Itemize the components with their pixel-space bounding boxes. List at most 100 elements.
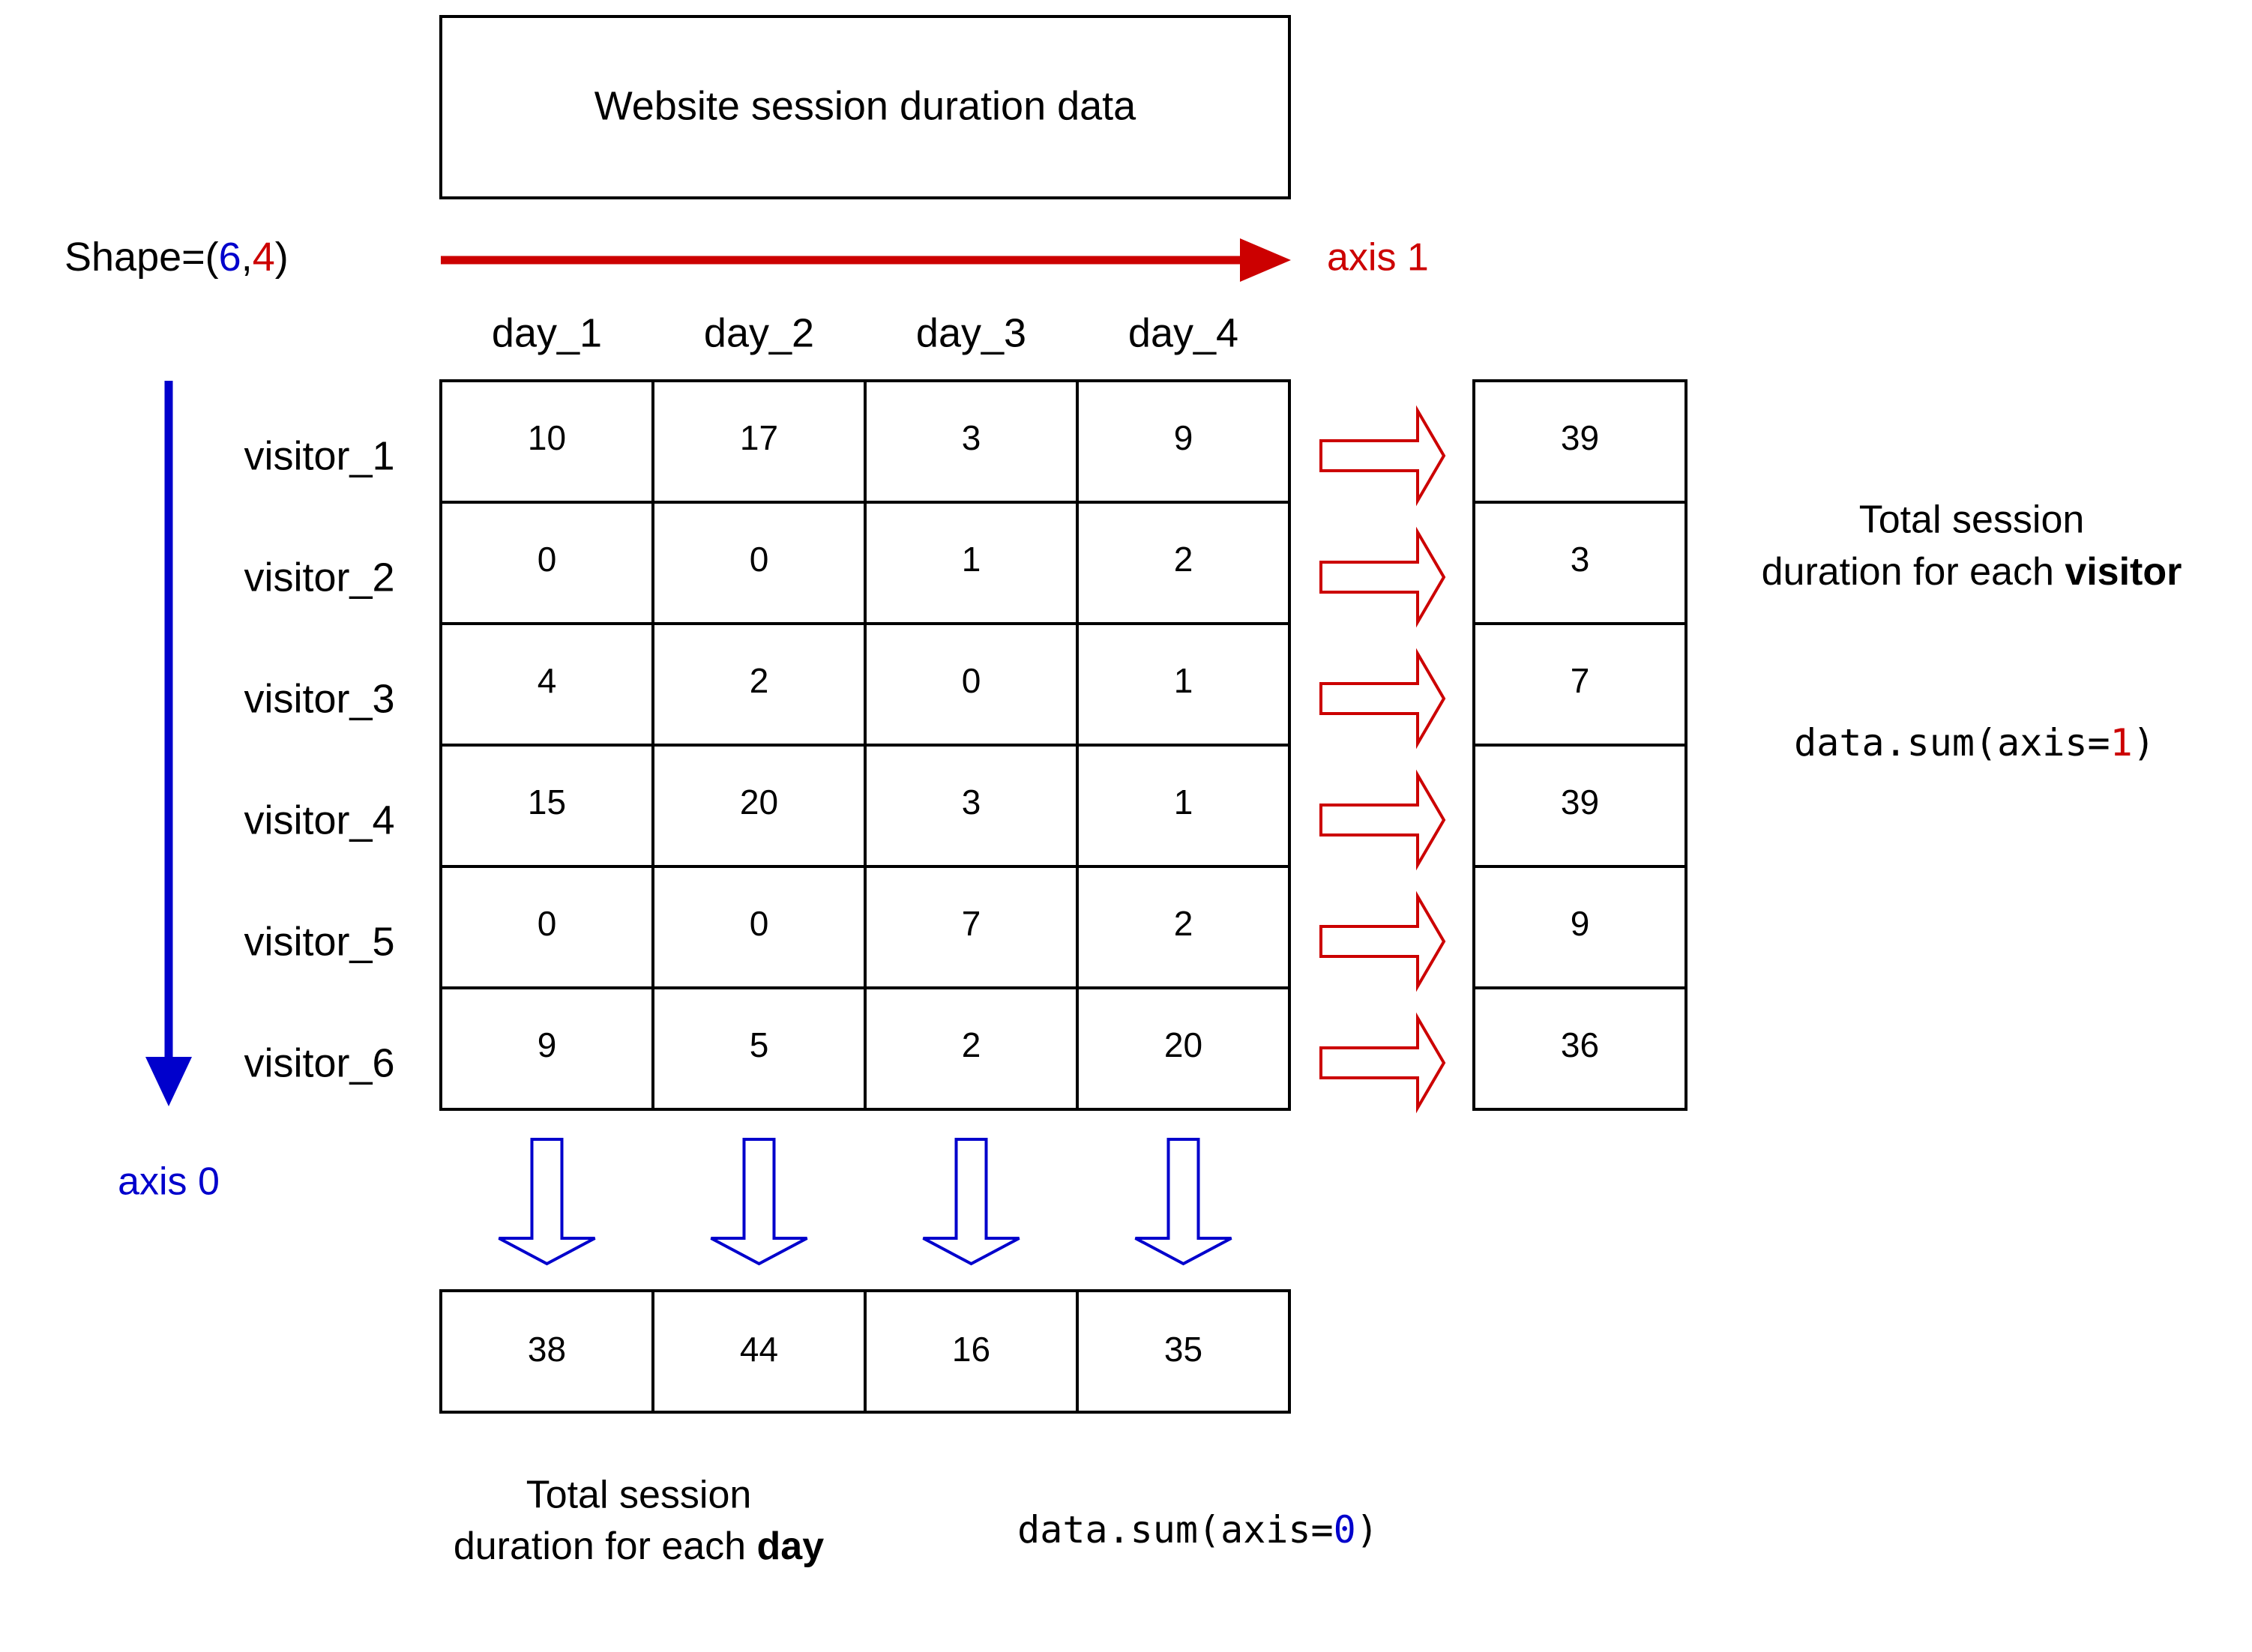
row-sum-arrow (1319, 405, 1446, 507)
row-sum-arrows (1319, 405, 1446, 1114)
code-sum-axis1: data.sum(axis=1) (1794, 721, 2155, 765)
row-sum-cell (1472, 865, 1688, 989)
table-cell (1076, 744, 1291, 868)
cell-value: 20 (1164, 1025, 1202, 1064)
cell-value: 4 (538, 661, 557, 700)
row-label: visitor_1 (244, 433, 394, 478)
row-sums-table: 39 3 7 39 9 36 (1472, 379, 1688, 1111)
col-sum-cell (1076, 1289, 1291, 1414)
col-sum-cell (439, 1289, 654, 1414)
cell-value: 2 (1174, 904, 1193, 943)
cell-value: 0 (538, 540, 557, 579)
axis0-arrowhead (145, 1057, 192, 1106)
row-sum-cell (1472, 986, 1688, 1111)
cell-value: 20 (740, 783, 778, 822)
cell-value: 15 (528, 783, 566, 822)
cell-value: 0 (750, 540, 769, 579)
cell-value: 2 (1174, 540, 1193, 579)
col-sum-value: 16 (952, 1330, 990, 1369)
cell-value: 10 (528, 418, 566, 457)
column-header: day_2 (704, 310, 814, 355)
row-sum-arrow (1319, 890, 1446, 992)
table-cell (651, 622, 867, 747)
cell-value: 2 (750, 661, 769, 700)
table-cell (1076, 379, 1291, 504)
cell-value: 1 (1174, 661, 1193, 700)
row-sum-value: 3 (1571, 540, 1590, 579)
table-cell (651, 501, 867, 625)
col-sum-arrow (1134, 1138, 1232, 1266)
cell-value: 7 (962, 904, 981, 943)
row-sum-cell (1472, 379, 1688, 504)
col-sum-arrows (498, 1138, 1232, 1266)
axis1-label: axis 1 (1327, 236, 1429, 280)
cell-value: 17 (740, 418, 778, 457)
row-sum-value: 36 (1561, 1025, 1599, 1064)
table-cell (439, 865, 654, 989)
row-label: visitor_3 (244, 676, 394, 721)
row-sum-value: 39 (1561, 418, 1599, 457)
table-cell (864, 865, 1079, 989)
row-label: visitor_6 (244, 1040, 394, 1085)
row-sum-value: 9 (1571, 904, 1590, 943)
row-labels: visitor_1 visitor_2 visitor_3 visitor_4visi… (244, 433, 394, 1085)
table-cell (651, 744, 867, 868)
cell-value: 5 (750, 1025, 769, 1064)
table-cell (864, 622, 1079, 747)
table-cell (439, 986, 654, 1111)
visitor-caption-line2: duration for each visitor (1762, 550, 2182, 594)
table-cell (439, 501, 654, 625)
cell-value: 9 (538, 1025, 557, 1064)
cell-value: 0 (750, 904, 769, 943)
table-cell (1076, 622, 1291, 747)
axis0-label: axis 0 (118, 1160, 220, 1204)
table-cell (439, 744, 654, 868)
col-sum-value: 44 (740, 1330, 778, 1369)
col-sum-value: 38 (528, 1330, 566, 1369)
row-sum-value: 7 (1571, 661, 1590, 700)
visitor-caption-line1: Total session (1859, 498, 2085, 542)
table-cell (864, 744, 1079, 868)
row-sum-arrow (1319, 526, 1446, 628)
row-label: visitor_2 (244, 555, 394, 600)
diagram-title: Website session duration data (594, 83, 1136, 128)
title-box (439, 15, 1291, 199)
shape-label: Shape=(6,4) (64, 235, 289, 280)
row-sum-value: 39 (1561, 783, 1599, 822)
axis1-arrowhead (1240, 238, 1291, 282)
cell-value: 0 (538, 904, 557, 943)
row-sum-arrow (1319, 648, 1446, 750)
day-caption-line2: duration for each day (454, 1525, 824, 1568)
cell-value: 0 (962, 661, 981, 700)
row-label: visitor_5 (244, 919, 394, 964)
cell-value: 3 (962, 418, 981, 457)
col-sum-arrow (710, 1138, 808, 1266)
cell-value: 2 (962, 1025, 981, 1064)
table-cell (864, 986, 1079, 1111)
col-sum-arrow (498, 1138, 596, 1266)
table-cell (651, 379, 867, 504)
col-sums-table: 38 44 16 35 (439, 1289, 1291, 1414)
day-caption-line1: Total session (526, 1474, 752, 1517)
row-sum-arrow (1319, 1012, 1446, 1114)
cell-value: 1 (1174, 783, 1193, 822)
row-sum-cell (1472, 744, 1688, 868)
shape-cols: 4 (253, 235, 275, 280)
cell-value: 9 (1174, 418, 1193, 457)
col-sum-value: 35 (1164, 1330, 1202, 1369)
col-sum-cell (651, 1289, 867, 1414)
code-sum-axis0: data.sum(axis=0) (1017, 1508, 1379, 1552)
table-cell (439, 379, 654, 504)
column-header: day_1 (492, 310, 602, 355)
column-header: day_4 (1128, 310, 1238, 355)
table-cell (651, 986, 867, 1111)
row-label: visitor_4 (244, 798, 394, 842)
table-cell (864, 379, 1079, 504)
table-cell (1076, 865, 1291, 989)
cell-value: 1 (962, 540, 981, 579)
row-sum-cell (1472, 501, 1688, 625)
cell-value: 3 (962, 783, 981, 822)
table-cell (1076, 986, 1291, 1111)
